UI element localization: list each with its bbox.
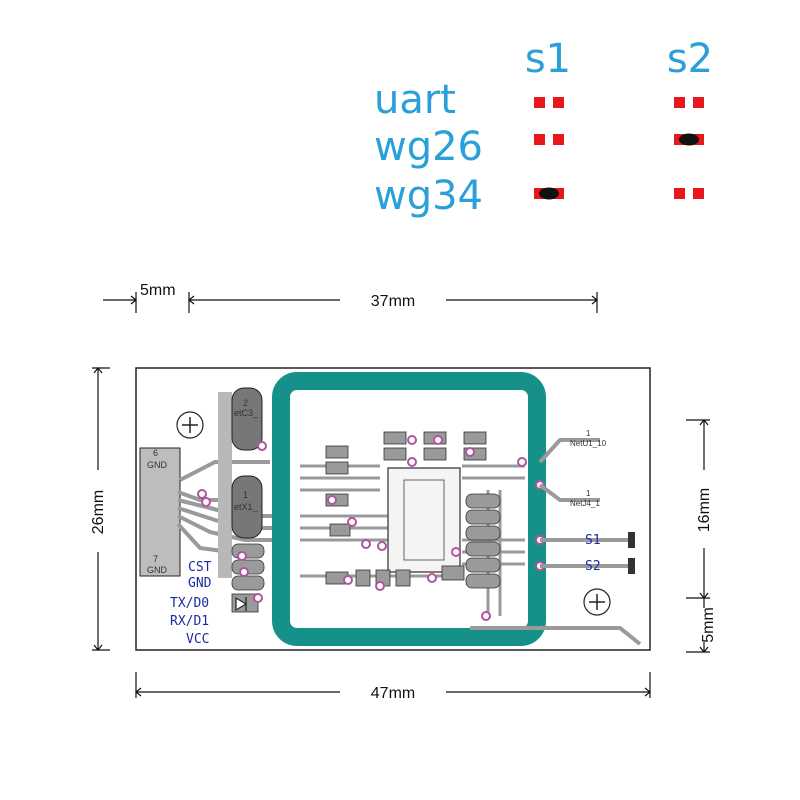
row-label-wg34: wg34: [374, 173, 483, 219]
jumper-legend: s1 s2 uart wg26 wg34: [374, 36, 713, 219]
pin-label-cst: CST: [188, 560, 212, 575]
jumper-pad-uart-s2-left: [674, 97, 685, 108]
pin-label-tx-d0: TX/D0: [170, 596, 209, 611]
via: [375, 581, 385, 591]
via: [377, 541, 387, 551]
switch-pad-s1: [628, 532, 635, 548]
smd-pads: [231, 431, 501, 613]
mounting-hole-top-left: [176, 411, 204, 439]
net-label-j4-1: NetJ4_1: [570, 499, 600, 508]
row-label-uart: uart: [374, 77, 456, 123]
pin-label-rx-d1: RX/D1: [170, 614, 209, 629]
via: [465, 447, 475, 457]
net-label-j4-pin: 1: [586, 489, 591, 498]
via: [517, 457, 527, 467]
ic-inner-outline: [403, 479, 445, 561]
capacitor-c3: [231, 387, 263, 451]
mounting-hole-bottom-right: [583, 588, 611, 616]
jumper-pad-uart-s1-right: [553, 97, 564, 108]
via: [451, 547, 461, 557]
jumper-pad-uart-s2-right: [693, 97, 704, 108]
via: [197, 489, 207, 499]
net-label-u1-10: NetU1_10: [570, 439, 607, 448]
dim-label-5mm-top: 5mm: [140, 282, 176, 299]
cap-label-2: 2: [243, 398, 248, 408]
via: [327, 495, 337, 505]
dim-label-47mm: 47mm: [371, 685, 415, 702]
cap-label-etx1: etX1_: [234, 502, 259, 512]
ic-chip: [387, 467, 461, 573]
left-pad-strip: [218, 392, 232, 578]
via: [427, 573, 437, 583]
pin-label-gnd: GND: [188, 576, 212, 591]
pin-label-vcc: VCC: [186, 632, 209, 647]
dim-label-16mm: 16mm: [696, 488, 713, 532]
jumper-pad-wg34-s2-left: [674, 188, 685, 199]
net-label-u1-pin: 1: [586, 429, 591, 438]
solder-bridge-wg34-s1: [539, 187, 559, 200]
connector-label-gnd-bottom: GND: [147, 565, 168, 575]
via: [407, 457, 417, 467]
via: [407, 435, 417, 445]
via: [343, 575, 353, 585]
connector-label-gnd-top: GND: [147, 460, 168, 470]
diode-icon: [235, 596, 248, 612]
jumper-pad-wg26-s1-right: [553, 134, 564, 145]
vias: [197, 435, 545, 621]
via: [237, 551, 247, 561]
via: [239, 567, 249, 577]
via: [257, 441, 267, 451]
jumper-pad-wg34-s2-right: [693, 188, 704, 199]
dimension-lines: [92, 292, 710, 698]
jumper-pad-uart-s1-left: [534, 97, 545, 108]
right-traces: [470, 438, 642, 646]
switch-label-s2: S2: [585, 559, 601, 574]
jumper-pad-wg26-s1-left: [534, 134, 545, 145]
cap-label-1: 1: [243, 490, 248, 500]
cap-label-etc3: etC3_: [234, 408, 259, 418]
via: [361, 539, 371, 549]
column-header-s2: s2: [667, 36, 713, 82]
column-header-s1: s1: [525, 36, 571, 82]
via: [253, 593, 263, 603]
antenna-coil: [272, 372, 546, 646]
jumper-pads: [534, 97, 704, 200]
via: [347, 517, 357, 527]
connector-label-pin6: 6: [153, 448, 158, 458]
via: [433, 435, 443, 445]
dimension-labels: 5mm 37mm 47mm 26mm 16mm 5mm: [90, 282, 717, 702]
dim-label-26mm: 26mm: [90, 490, 107, 534]
via: [201, 497, 211, 507]
row-label-wg26: wg26: [374, 124, 483, 170]
dim-label-5mm-right: 5mm: [700, 607, 717, 643]
crystal-x1: [231, 475, 263, 539]
dim-label-37mm: 37mm: [371, 293, 415, 310]
switch-pad-s2: [628, 558, 635, 574]
pcb-board: 6 GND 7 GND 2 etC3_ 1: [135, 367, 651, 651]
solder-bridge-wg26-s2: [679, 133, 699, 146]
left-connector: [139, 447, 181, 577]
connector-label-pin7: 7: [153, 554, 158, 564]
switch-label-s1: S1: [585, 533, 601, 548]
via: [481, 611, 491, 621]
